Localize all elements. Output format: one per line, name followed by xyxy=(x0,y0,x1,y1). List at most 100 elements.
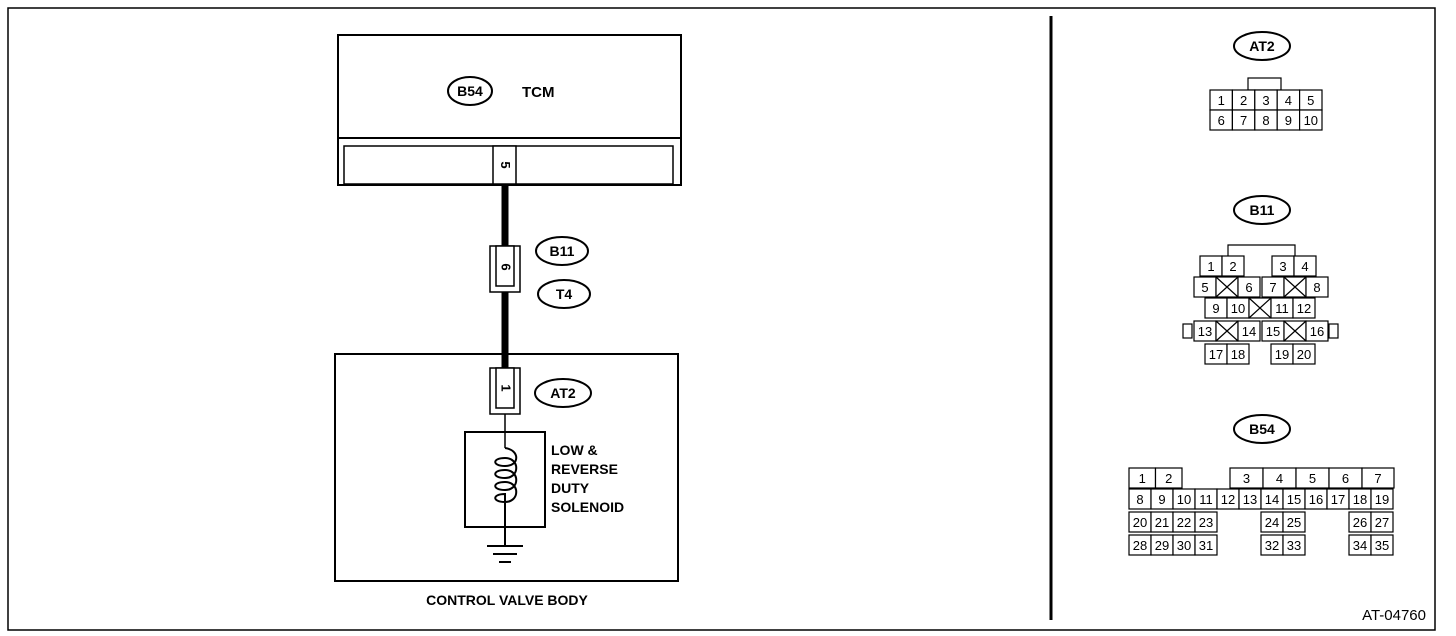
b11-pin-8-label: 8 xyxy=(1313,280,1320,295)
b11-pin-1-label: 1 xyxy=(1207,259,1214,274)
b54-pin-5-label: 5 xyxy=(1309,471,1316,486)
at2-pin-8-label: 8 xyxy=(1262,113,1269,128)
b54-pin-35-label: 35 xyxy=(1375,538,1389,553)
b54-pin-12-label: 12 xyxy=(1221,492,1235,507)
at2-pin-9-label: 9 xyxy=(1285,113,1292,128)
at2-pin-7-label: 7 xyxy=(1240,113,1247,128)
b11-pin-7-label: 7 xyxy=(1269,280,1276,295)
b11-pin-12-cell xyxy=(1292,297,1316,319)
b11-pin-label: 6 xyxy=(499,263,514,270)
b54-pin-7-label: 7 xyxy=(1374,471,1381,486)
b11-pin-15-label: 15 xyxy=(1266,324,1280,339)
b54-pin-29-label: 29 xyxy=(1155,538,1169,553)
b11-pin-16-label: 16 xyxy=(1310,324,1324,339)
tcm-connector-badge xyxy=(447,76,493,106)
at2-pin-4-label: 4 xyxy=(1285,93,1292,108)
b11-pin-13-label: 13 xyxy=(1198,324,1212,339)
b11-pin-19-label: 19 xyxy=(1275,347,1289,362)
b54-pin-31-label: 31 xyxy=(1199,538,1213,553)
b54-pin-2-cell xyxy=(1154,467,1183,489)
b11-pin-20-cell xyxy=(1292,343,1316,365)
b11-pin-11-label: 11 xyxy=(1275,301,1289,316)
b11-pin-4-label: 4 xyxy=(1301,259,1308,274)
tcm-connector-label: B54 xyxy=(457,83,483,99)
b54-pin-16-label: 16 xyxy=(1309,492,1323,507)
b54-pin-27-label: 27 xyxy=(1375,515,1389,530)
b54-pin-35-cell xyxy=(1370,534,1394,556)
solenoid-line-3: DUTY xyxy=(551,480,590,496)
b54-pin-14-label: 14 xyxy=(1265,492,1279,507)
b11-pin-9-label: 9 xyxy=(1212,301,1219,316)
b54-pin-11-label: 11 xyxy=(1199,492,1213,507)
b11-blank-blank-cross xyxy=(1215,320,1239,342)
b54-pin-1-label: 1 xyxy=(1139,471,1146,486)
b54-pin-33-cell xyxy=(1282,534,1306,556)
solenoid-line-2: REVERSE xyxy=(551,461,618,477)
b54-pin-6-label: 6 xyxy=(1342,471,1349,486)
at2-view-label: AT2 xyxy=(1249,38,1275,54)
diagram-id: AT-04760 xyxy=(1362,607,1426,624)
solenoid-coil-icon xyxy=(494,447,518,545)
b11-pin-10-label: 10 xyxy=(1231,301,1245,316)
b54-pin-26-label: 26 xyxy=(1353,515,1367,530)
b11-blank-blank-cross xyxy=(1283,276,1307,298)
b54-pin-33-label: 33 xyxy=(1287,538,1301,553)
ground-icon xyxy=(487,545,523,563)
b11-t4-connector: 6 B11 T4 xyxy=(489,236,591,309)
b54-pin-17-label: 17 xyxy=(1331,492,1345,507)
b54-view-label: B54 xyxy=(1249,421,1275,437)
t4-label: T4 xyxy=(556,286,573,302)
diagram-frame xyxy=(7,7,1436,631)
b54-pin-18-label: 18 xyxy=(1353,492,1367,507)
b11-pin-20-label: 20 xyxy=(1297,347,1311,362)
b11-blank-blank-cross xyxy=(1248,297,1272,319)
tcm-block: 5 B54 TCM xyxy=(337,34,682,186)
b11-pin-14-label: 14 xyxy=(1242,324,1256,339)
at2-pin-2-label: 2 xyxy=(1240,93,1247,108)
b11-pin-17-label: 17 xyxy=(1209,347,1223,362)
tcm-pin-label: 5 xyxy=(498,161,513,168)
b11-pin-16-cell xyxy=(1305,320,1329,342)
b11-pin-14-cell xyxy=(1237,320,1261,342)
b11-pin-18-label: 18 xyxy=(1231,347,1245,362)
b54-pin-22-label: 22 xyxy=(1177,515,1191,530)
b54-pin-10-label: 10 xyxy=(1177,492,1191,507)
b11-pin-18-cell xyxy=(1226,343,1250,365)
solenoid-line-4: SOLENOID xyxy=(551,499,624,515)
b11-pin-5-label: 5 xyxy=(1201,280,1208,295)
b54-pin-21-label: 21 xyxy=(1155,515,1169,530)
at2-label: AT2 xyxy=(550,385,576,401)
at2-pin-6-label: 6 xyxy=(1218,113,1225,128)
b54-pin-27-cell xyxy=(1370,511,1394,533)
b11-view-label: B11 xyxy=(1250,202,1275,218)
solenoid-line-1: LOW & xyxy=(551,442,598,458)
b54-pin-20-label: 20 xyxy=(1133,515,1147,530)
b54-pin-15-label: 15 xyxy=(1287,492,1301,507)
b54-pin-2-label: 2 xyxy=(1165,471,1172,486)
at2-pin-1-label: 1 xyxy=(1218,93,1225,108)
tcm-label: TCM xyxy=(522,84,555,101)
b54-pin-25-label: 25 xyxy=(1287,515,1301,530)
b54-pin-24-label: 24 xyxy=(1265,515,1279,530)
b54-pin-32-label: 32 xyxy=(1265,538,1279,553)
b11-pin-6-cell xyxy=(1237,276,1261,298)
at2-badge xyxy=(534,378,592,408)
b54-pin-7-cell xyxy=(1361,467,1395,489)
b11-pin-2-label: 2 xyxy=(1229,259,1236,274)
b54-pin-4-label: 4 xyxy=(1276,471,1283,486)
b11-pin-8-cell xyxy=(1305,276,1329,298)
b54-pin-31-cell xyxy=(1194,534,1218,556)
b11-pin-12-label: 12 xyxy=(1297,301,1311,316)
at2-pin-3-label: 3 xyxy=(1262,93,1269,108)
b54-pin-19-label: 19 xyxy=(1375,492,1389,507)
b54-pin-25-cell xyxy=(1282,511,1306,533)
b54-pin-13-label: 13 xyxy=(1243,492,1257,507)
b54-pin-19-cell xyxy=(1370,488,1394,510)
at2-pin-5-label: 5 xyxy=(1307,93,1314,108)
b54-pin-8-label: 8 xyxy=(1136,492,1143,507)
b54-pin-23-cell xyxy=(1194,511,1218,533)
